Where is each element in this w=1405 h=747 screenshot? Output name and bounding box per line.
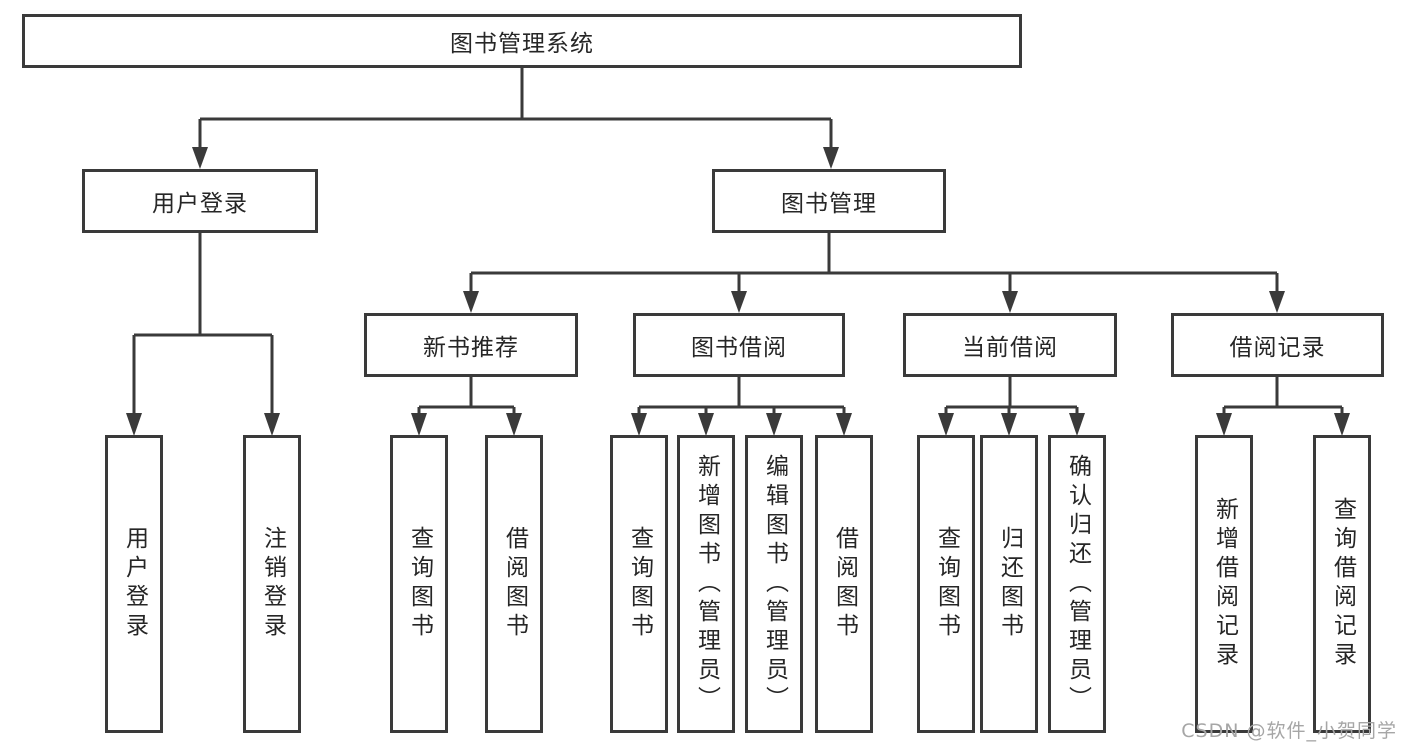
node-leaf-user-login: 用户登录 <box>105 435 163 733</box>
connector-book-borrowing-to-leaves <box>631 377 852 436</box>
node-leaf-logout: 注销登录 <box>243 435 301 733</box>
node-new-book-recommend: 新书推荐 <box>364 313 578 377</box>
node-leaf-records-add-record: 新增借阅记录 <box>1195 435 1253 733</box>
node-leaf-recommend-borrow-books: 借阅图书 <box>485 435 543 733</box>
node-user-login: 用户登录 <box>82 169 318 233</box>
node-root-system: 图书管理系统 <box>22 14 1022 68</box>
connector-borrowing-records-to-leaves <box>1216 377 1350 436</box>
node-leaf-borrowing-borrow-books: 借阅图书 <box>815 435 873 733</box>
node-current-borrowing: 当前借阅 <box>903 313 1117 377</box>
connector-new-book-recommend-to-leaves <box>411 377 522 436</box>
node-leaf-records-query-record: 查询借阅记录 <box>1313 435 1371 733</box>
node-borrowing-records: 借阅记录 <box>1171 313 1384 377</box>
connector-book-management-to-level2 <box>463 233 1285 313</box>
watermark: CSDN @软件_小贺同学 <box>1181 720 1397 742</box>
node-book-borrowing: 图书借阅 <box>633 313 845 377</box>
node-leaf-current-return-books: 归还图书 <box>980 435 1038 733</box>
node-leaf-borrowing-edit-books-admin: 编辑图书（管理员） <box>745 435 803 733</box>
node-book-management: 图书管理 <box>712 169 946 233</box>
connector-current-borrowing-to-leaves <box>938 377 1085 436</box>
node-leaf-borrowing-query-books: 查询图书 <box>610 435 668 733</box>
connector-user-login-to-leaves <box>126 233 280 436</box>
connector-root-to-level1 <box>192 68 839 169</box>
node-leaf-recommend-query-books: 查询图书 <box>390 435 448 733</box>
node-leaf-borrowing-add-books-admin: 新增图书（管理员） <box>677 435 735 733</box>
node-leaf-current-query-books: 查询图书 <box>917 435 975 733</box>
node-leaf-current-confirm-return-admin: 确认归还（管理员） <box>1048 435 1106 733</box>
